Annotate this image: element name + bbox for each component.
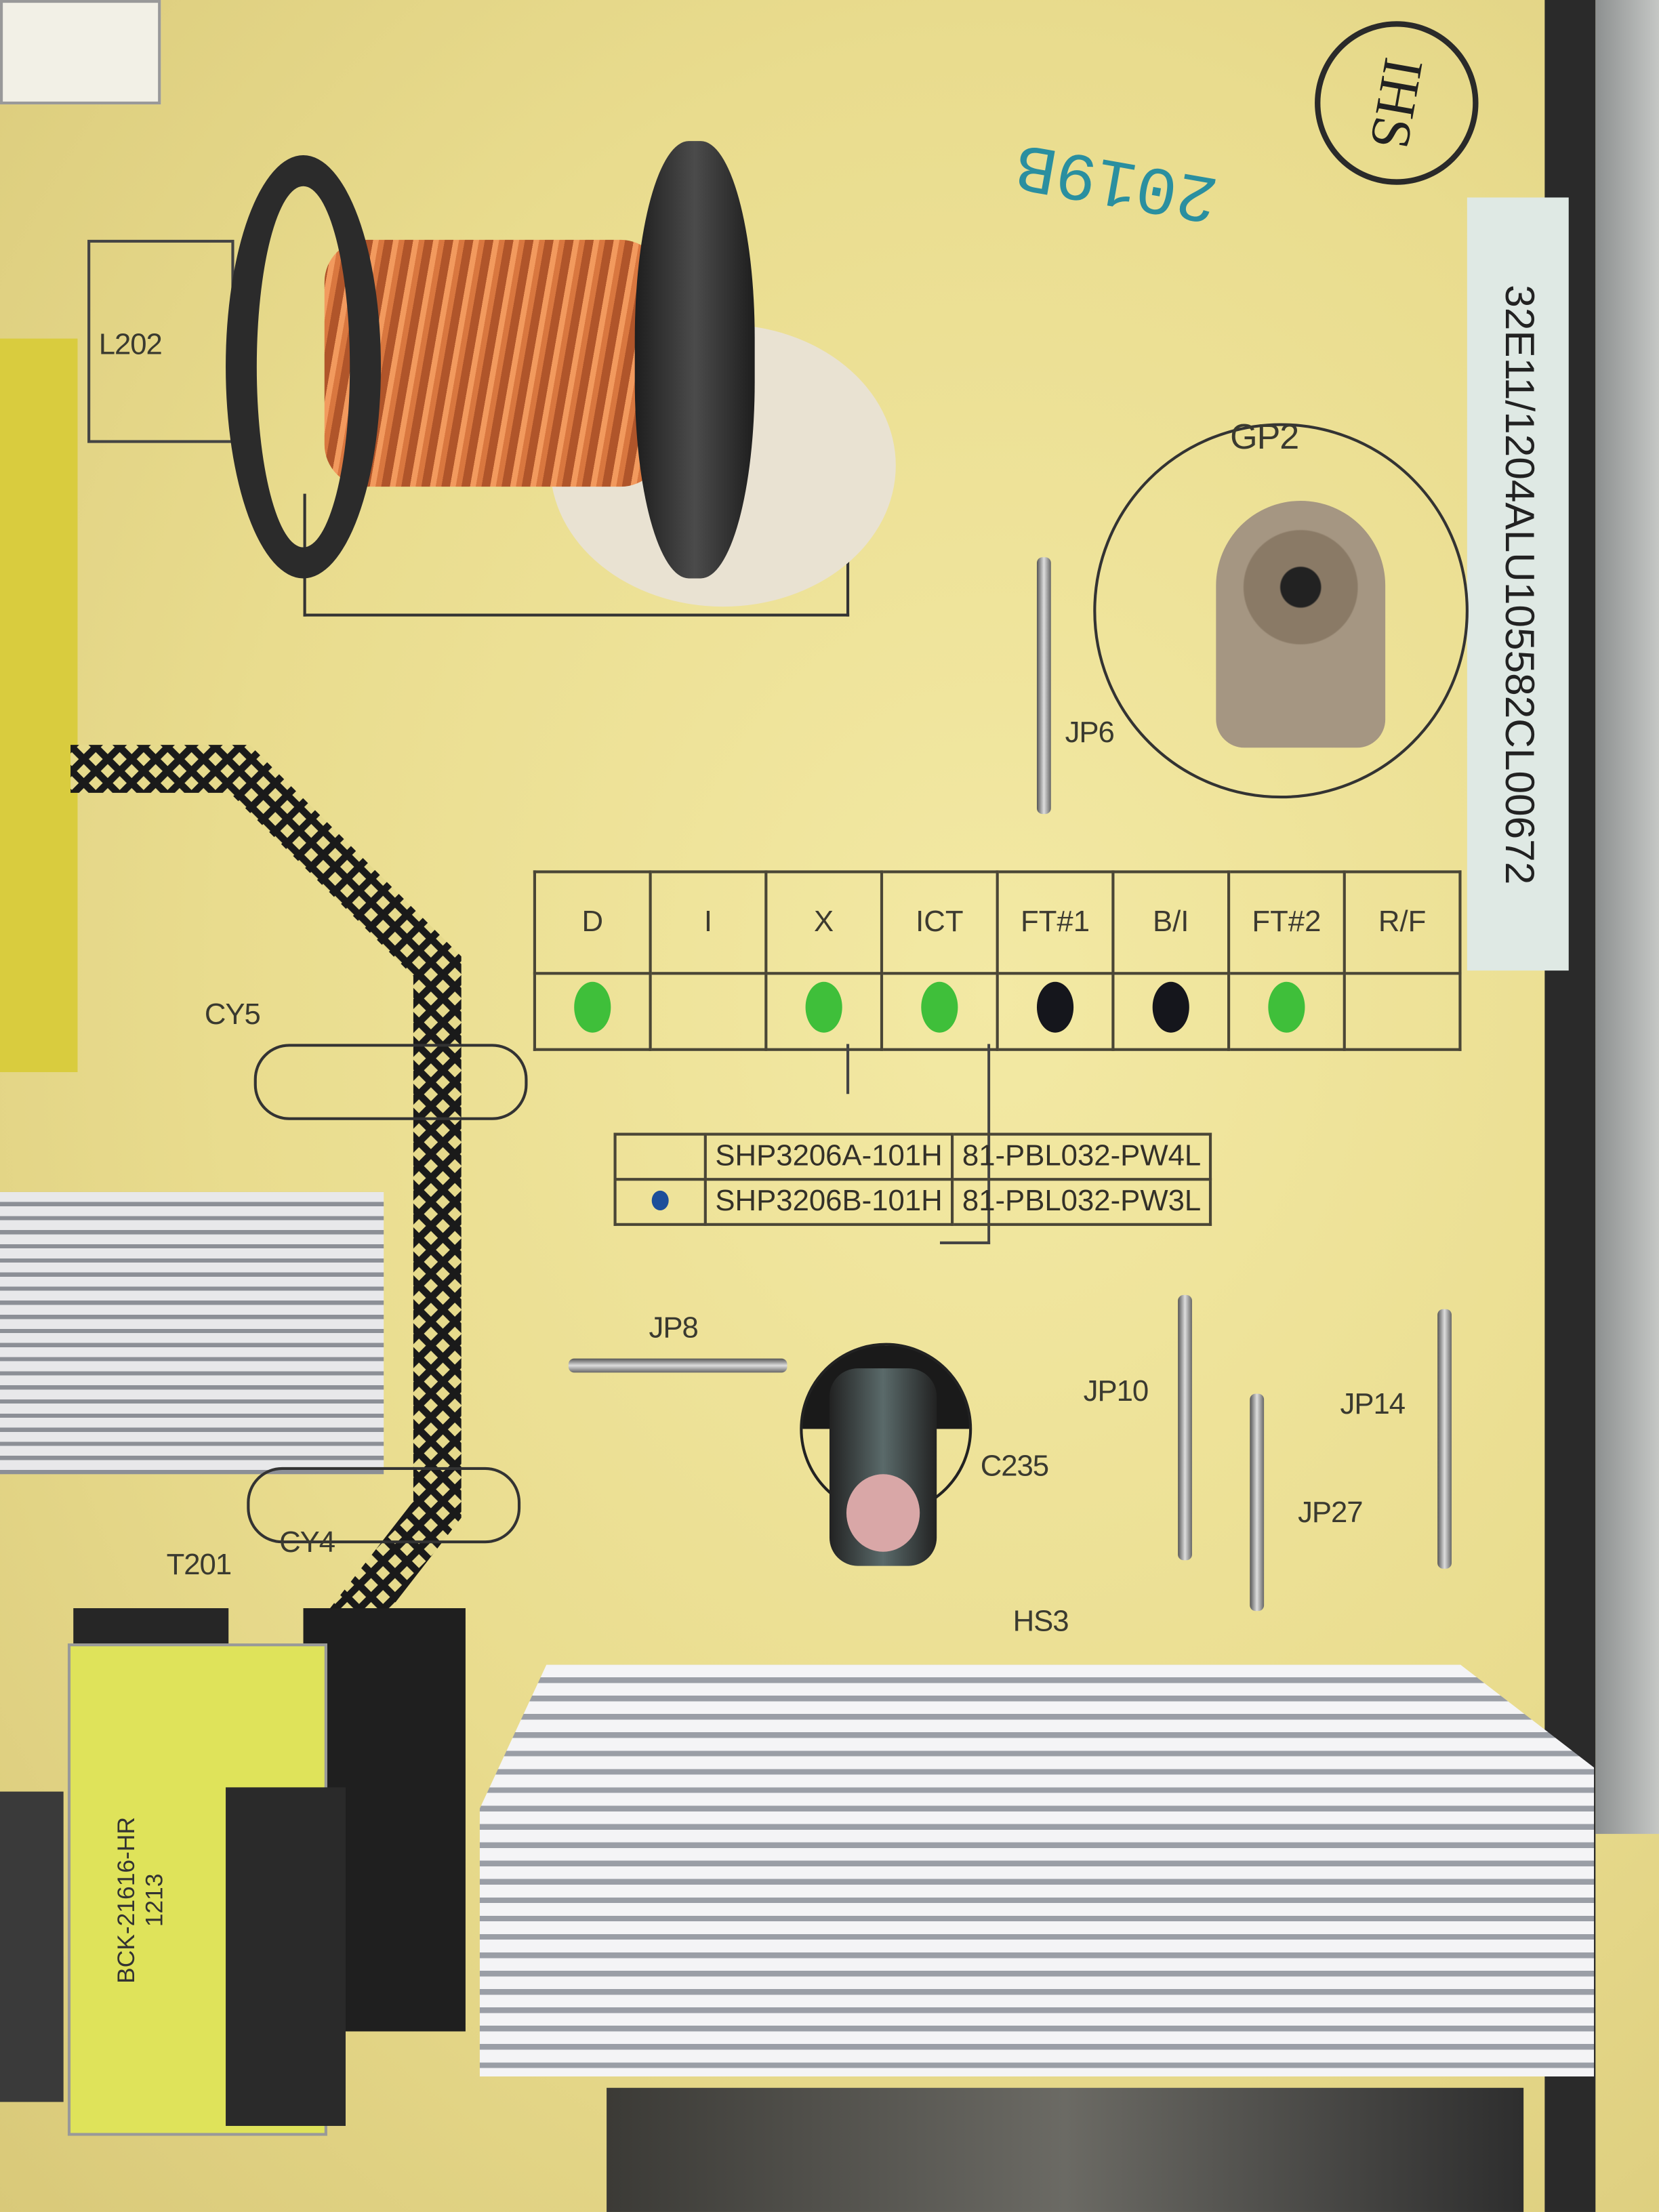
capacitor-top [846, 1474, 920, 1552]
cy4-outline [247, 1467, 521, 1544]
option-header: R/F [1343, 870, 1462, 975]
label-jp8: JP8 [649, 1311, 699, 1345]
model-select-cell [613, 1132, 707, 1181]
heatsink-hs3 [479, 1664, 1595, 2077]
transformer-label: BCK-21616-HR 1213 [113, 1731, 169, 2070]
option-header: D [533, 870, 652, 975]
option-mark-cell [996, 972, 1115, 1051]
label-t201: T201 [166, 1549, 232, 1582]
jumper-jp14 [1437, 1309, 1452, 1569]
bottom-components [607, 2087, 1524, 2212]
left-edge-components [0, 1791, 64, 2102]
label-jp14: JP14 [1340, 1388, 1406, 1421]
black-mark [1152, 981, 1189, 1033]
label-jp10: JP10 [1083, 1375, 1149, 1408]
option-header: FT#1 [996, 870, 1115, 975]
option-header: FT#2 [1227, 870, 1346, 975]
model-row: SHP3206B-101H 81-PBL032-PW3L [613, 1178, 1212, 1226]
option-mark-cell [649, 972, 768, 1051]
serial-sticker: 32E11/1204ALU105582CL00672 [1467, 197, 1569, 971]
model-row: SHP3206A-101H 81-PBL032-PW4L [613, 1132, 1212, 1181]
option-mark-cell [880, 972, 999, 1051]
option-mark-cell [533, 972, 652, 1051]
transformer-part: BCK-21616-HR [112, 1817, 140, 1984]
model-number: SHP3206B-101H [703, 1178, 954, 1226]
jumper-jp27 [1250, 1393, 1265, 1612]
option-mark-cell [1227, 972, 1346, 1051]
option-header: B/I [1111, 870, 1231, 975]
ihs-stamp: IHS [1315, 21, 1479, 185]
option-table: D I X ICT FT#1 B/I FT#2 R/F [533, 870, 1462, 1051]
jumper-jp8 [568, 1358, 787, 1373]
heatsink-left [0, 1191, 384, 1475]
cy5-outline [253, 1044, 528, 1120]
option-mark-cell [1111, 972, 1231, 1051]
label-cy5: CY5 [204, 998, 261, 1031]
transformer-core [226, 1787, 346, 2126]
transformer-t201: BCK-21616-HR 1213 [67, 1643, 346, 2136]
y-capacitor [0, 338, 78, 1073]
black-mark [1036, 981, 1074, 1033]
part-number: 81-PBL032-PW3L [951, 1178, 1212, 1226]
green-mark [574, 981, 611, 1033]
label-gp2: GP2 [1230, 417, 1299, 457]
label-cy4: CY4 [279, 1526, 335, 1559]
model-number: SHP3206A-101H [703, 1132, 954, 1181]
option-mark-cell [764, 972, 884, 1051]
green-mark [1268, 981, 1305, 1033]
option-header: X [764, 870, 884, 975]
model-select-cell [613, 1178, 707, 1226]
label-jp6: JP6 [1065, 716, 1115, 750]
selected-dot [651, 1190, 669, 1211]
label-l202: L202 [98, 329, 163, 361]
label-c235: C235 [980, 1450, 1049, 1483]
option-header: I [649, 870, 768, 975]
ground-lug [1216, 500, 1386, 748]
jumper-jp10 [1178, 1294, 1192, 1561]
connector [0, 0, 161, 105]
model-table: SHP3206A-101H 81-PBL032-PW4L SHP3206B-10… [613, 1132, 1212, 1226]
transformer-date: 1213 [141, 1873, 168, 1927]
jumper-jp6 [1036, 557, 1051, 815]
green-mark [805, 981, 842, 1033]
label-jp27: JP27 [1298, 1496, 1364, 1530]
green-mark [921, 981, 958, 1033]
label-hs3: HS3 [1012, 1605, 1069, 1638]
option-mark-cell [1343, 972, 1462, 1051]
part-number: 81-PBL032-PW4L [951, 1132, 1212, 1181]
gp2-outline [1093, 423, 1469, 799]
inductor-flange-right [634, 141, 755, 579]
chassis-metal [1595, 0, 1659, 1835]
option-header: ICT [880, 870, 999, 975]
